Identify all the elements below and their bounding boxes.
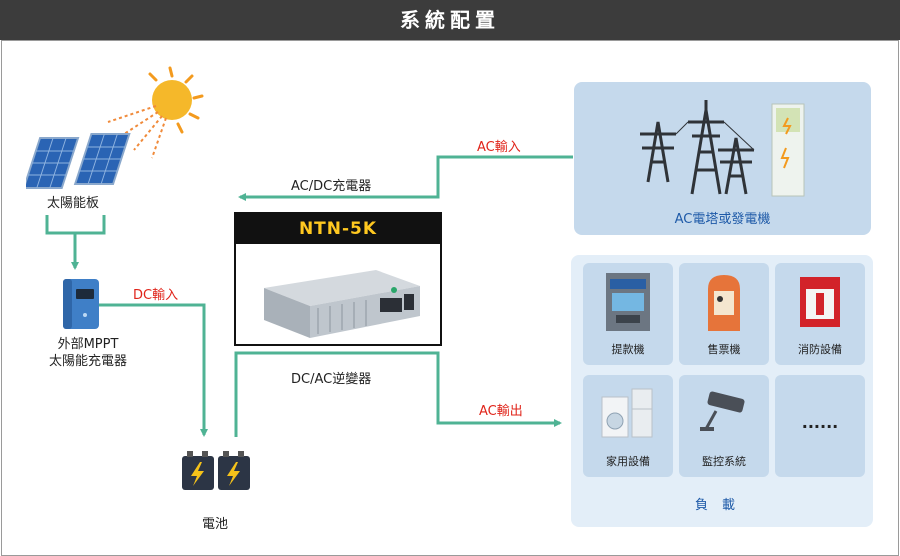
solar-to-mppt-arrow (45, 215, 106, 268)
loads-label: 負載 (694, 498, 749, 513)
dc-input-label: DC輸入 (133, 288, 179, 303)
atm-icon (606, 273, 650, 331)
load-tile-atm: 提款機 (583, 263, 673, 365)
load-tile-fire-equipment: 消防設備 (775, 263, 865, 365)
home-appliance-icon (601, 388, 653, 438)
solar-panel-label: 太陽能板 (47, 196, 100, 211)
page-title: 系統配置 (0, 0, 900, 40)
load-tile-surveillance: 監控系統 (679, 375, 769, 477)
product-box: NTN-5K (234, 212, 442, 346)
ac-input-arrow (238, 155, 573, 201)
fire-equipment-icon (800, 277, 840, 327)
battery-icon (182, 451, 250, 490)
sun-icon (107, 66, 204, 159)
dc-input-arrow (98, 303, 208, 437)
loads-panel: 提款機 售票機 消防設備 家用設備 (571, 255, 873, 527)
charger-label: AC/DC充電器 (291, 179, 372, 194)
ac-output-arrow (234, 351, 562, 437)
load-tile-more: ...... (775, 375, 865, 477)
ticket-machine-icon (708, 275, 740, 331)
ac-output-label: AC輸出 (479, 404, 523, 419)
inverter-unit-icon (264, 270, 420, 338)
ac-source-panel: AC電塔或發電機 (574, 82, 871, 235)
power-tower-icon (640, 100, 805, 197)
inverter-label: DC/AC逆變器 (291, 372, 372, 387)
solar-panel-icon (26, 133, 131, 189)
surveillance-camera-icon (700, 391, 745, 431)
ac-source-label: AC電塔或發電機 (674, 212, 771, 227)
battery-label: 電池 (202, 517, 229, 532)
mppt-label: 外部MPPT 太陽能充電器 (48, 337, 127, 369)
product-model: NTN-5K (236, 214, 440, 244)
ellipsis-icon: ...... (801, 413, 839, 432)
ac-input-label: AC輸入 (477, 140, 521, 155)
load-tile-ticket-machine: 售票機 (679, 263, 769, 365)
mppt-charger-icon (63, 279, 99, 329)
load-tile-home-appliance: 家用設備 (583, 375, 673, 477)
